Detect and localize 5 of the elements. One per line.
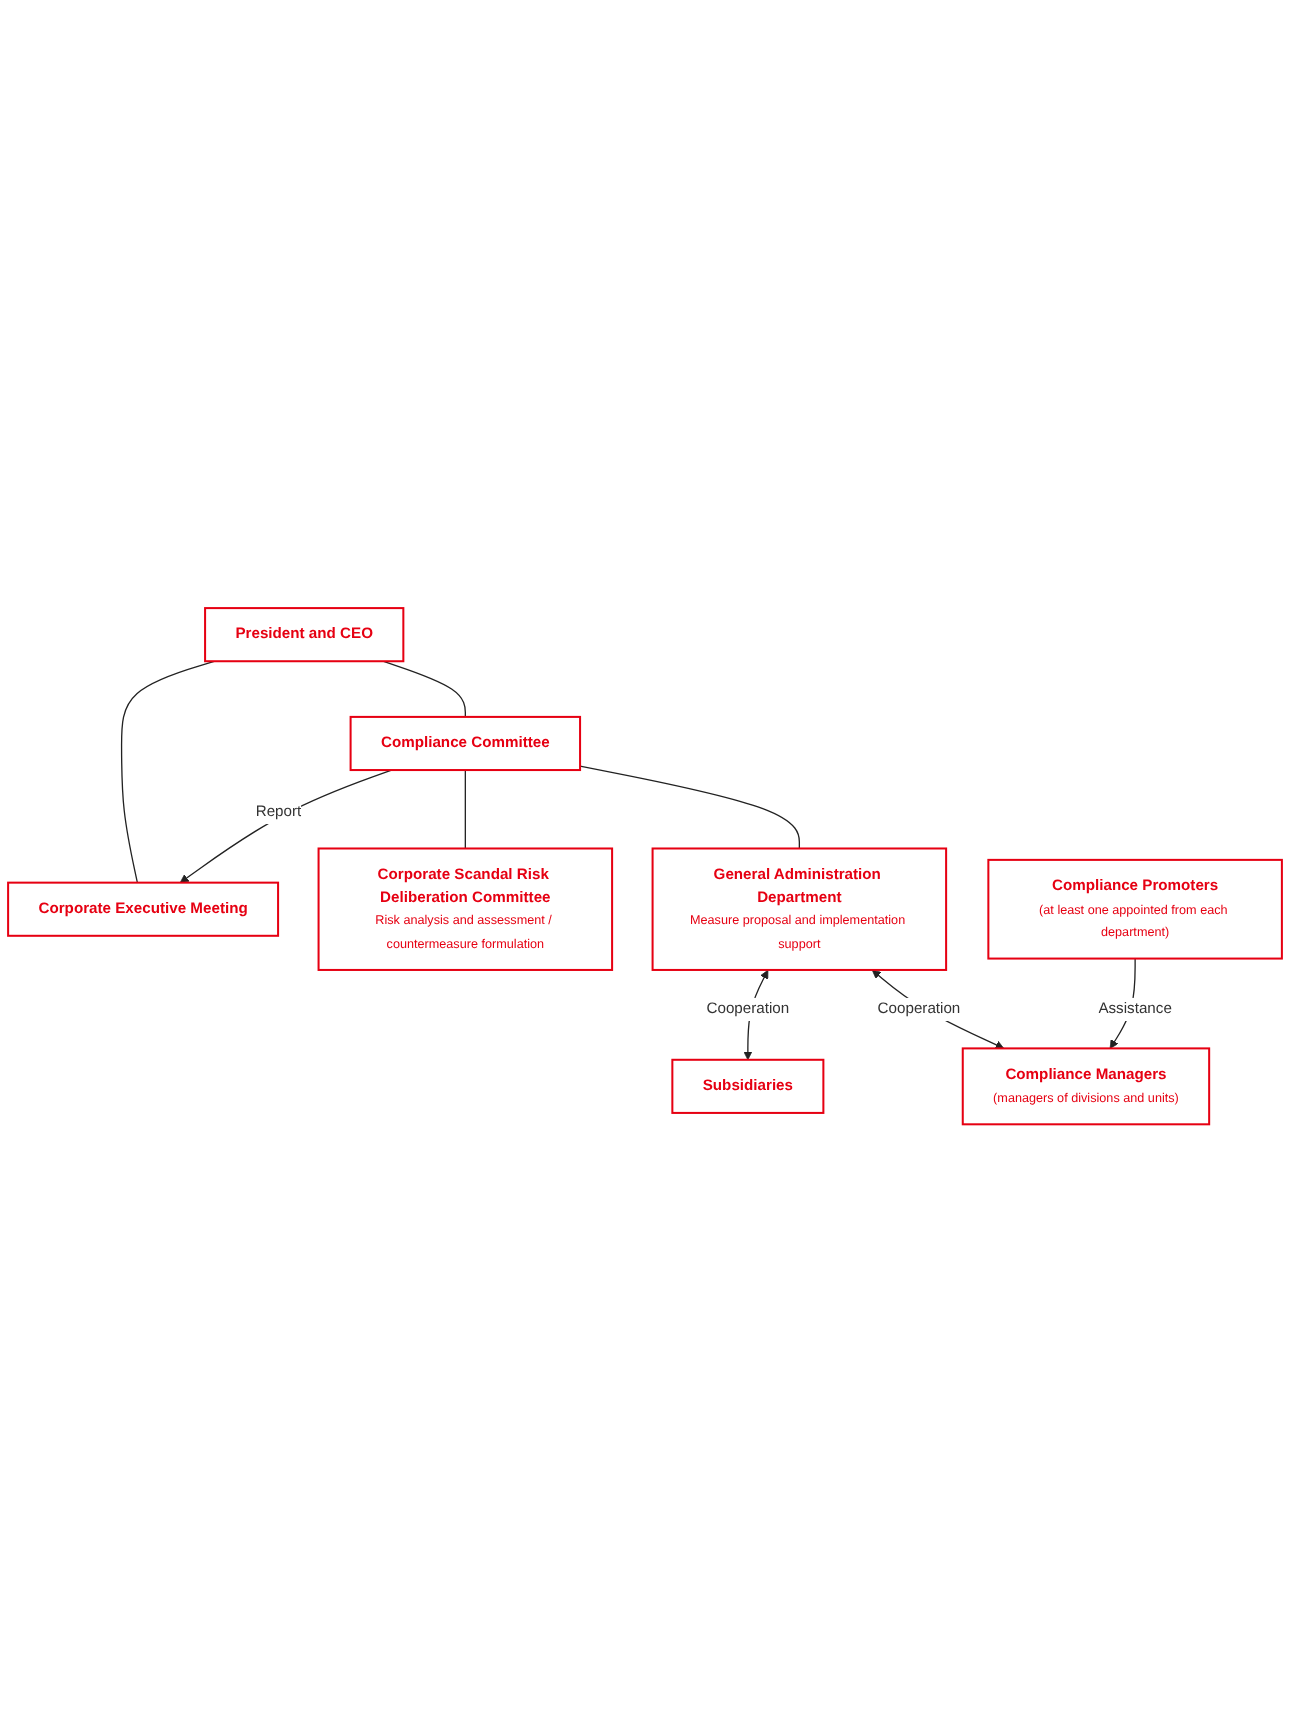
arrow — [179, 769, 393, 883]
arrow — [871, 969, 1005, 1049]
connector — [579, 765, 800, 849]
connector — [120, 660, 216, 884]
connector — [464, 769, 466, 849]
